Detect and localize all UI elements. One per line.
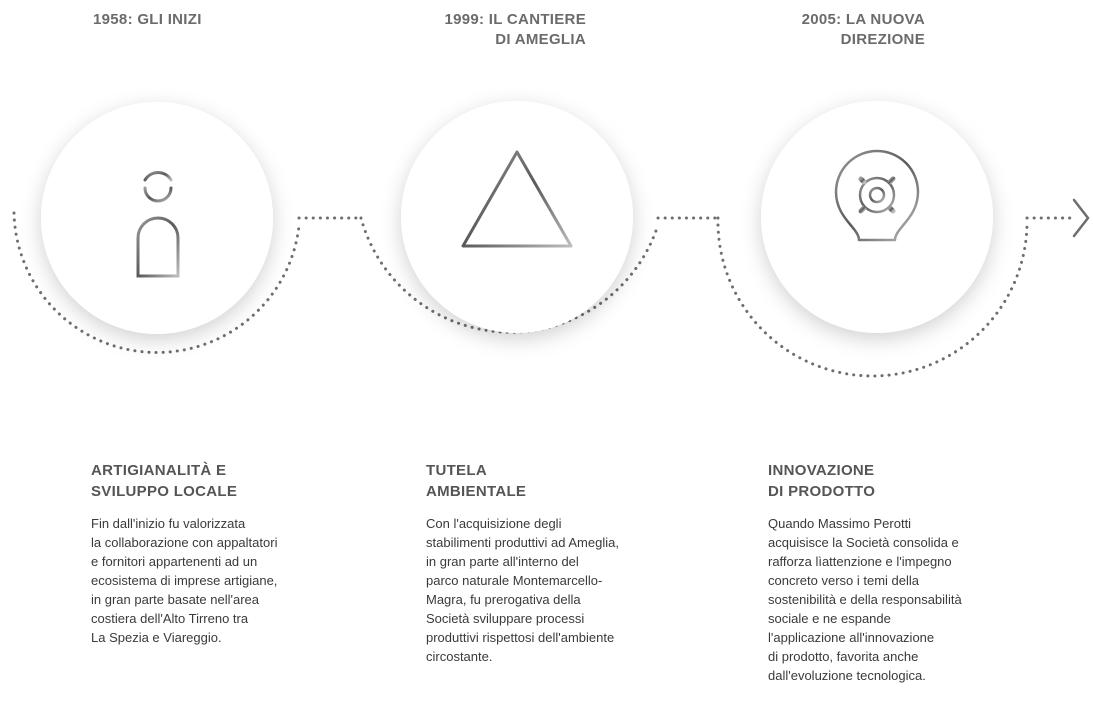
column-title-line: DI PRODOTTO bbox=[768, 483, 876, 500]
body-line: di prodotto, favorita anche bbox=[768, 649, 919, 664]
body-line: e fornitori appartenenti ad un bbox=[91, 554, 258, 569]
body-line: in gran parte all'interno del bbox=[426, 554, 579, 569]
worker-helmet-icon bbox=[131, 166, 185, 278]
milestone-1958: 1958: GLI INIZI bbox=[93, 10, 202, 30]
body-line: acquisisce la Società consolida e bbox=[768, 535, 959, 550]
timeline-graphic bbox=[12, 101, 1090, 378]
body-line: rafforza lìattenzione e l'impegno bbox=[768, 554, 952, 569]
body-line: sostenibilità e della responsabilità bbox=[768, 592, 962, 607]
body-line: Magra, fu prerogativa della bbox=[426, 592, 581, 607]
milestone-1999: 1999: IL CANTIERE DI AMEGLIA bbox=[418, 10, 586, 50]
column-title: TUTELA AMBIENTALE bbox=[426, 460, 676, 502]
column-title: ARTIGIANALITÀ E SVILUPPO LOCALE bbox=[91, 460, 341, 502]
lightbulb-gear-icon bbox=[834, 149, 920, 276]
body-line: La Spezia e Viareggio. bbox=[91, 630, 222, 645]
column-title-line: SVILUPPO LOCALE bbox=[91, 483, 238, 500]
column-innovazione: INNOVAZIONE DI PRODOTTO Quando Massimo P… bbox=[768, 460, 1018, 685]
milestone-label-line2: DI AMEGLIA bbox=[495, 31, 586, 48]
column-title-line: TUTELA bbox=[426, 462, 487, 479]
milestone-label: 1999: IL CANTIERE bbox=[444, 11, 586, 28]
body-line: stabilimenti produttivi ad Ameglia, bbox=[426, 535, 619, 550]
column-title-line: INNOVAZIONE bbox=[768, 462, 875, 479]
column-title-line: ARTIGIANALITÀ E bbox=[91, 462, 227, 479]
body-line: Quando Massimo Perotti bbox=[768, 516, 912, 531]
column-body: Quando Massimo Perotti acquisisce la Soc… bbox=[768, 514, 1018, 685]
body-line: Società sviluppare processi bbox=[426, 611, 585, 626]
milestone-label: 1958: GLI INIZI bbox=[93, 11, 202, 28]
body-line: concreto verso i temi della bbox=[768, 573, 920, 588]
column-tutela-ambientale: TUTELA AMBIENTALE Con l'acquisizione deg… bbox=[426, 460, 676, 666]
column-body: Fin dall'inizio fu valorizzata la collab… bbox=[91, 514, 341, 647]
column-body: Con l'acquisizione degli stabilimenti pr… bbox=[426, 514, 676, 666]
body-line: produttivi rispettosi dell'ambiente bbox=[426, 630, 615, 645]
tree-icon bbox=[461, 150, 573, 274]
body-line: costiera dell'Alto Tirreno tra bbox=[91, 611, 249, 626]
column-artigianalita: ARTIGIANALITÀ E SVILUPPO LOCALE Fin dall… bbox=[91, 460, 341, 647]
body-line: in gran parte basate nell'area bbox=[91, 592, 259, 607]
milestone-label: 2005: LA NUOVA bbox=[801, 11, 925, 28]
milestone-label-line2: DIREZIONE bbox=[840, 31, 925, 48]
arrow-right-icon bbox=[1072, 198, 1090, 238]
column-title: INNOVAZIONE DI PRODOTTO bbox=[768, 460, 1018, 502]
body-line: Con l'acquisizione degli bbox=[426, 516, 562, 531]
body-line: l'applicazione all'innovazione bbox=[768, 630, 935, 645]
column-title-line: AMBIENTALE bbox=[426, 483, 527, 500]
body-line: la collaborazione con appaltatori bbox=[91, 535, 278, 550]
body-line: circostante. bbox=[426, 649, 493, 664]
milestone-2005: 2005: LA NUOVA DIREZIONE bbox=[765, 10, 925, 50]
body-line: ecosistema di imprese artigiane, bbox=[91, 573, 278, 588]
body-line: Fin dall'inizio fu valorizzata bbox=[91, 516, 246, 531]
body-line: parco naturale Montemarcello- bbox=[426, 573, 603, 588]
body-line: sociale e ne espande bbox=[768, 611, 891, 626]
milestone-circle-2 bbox=[401, 101, 633, 333]
body-line: dall'evoluzione tecnologica. bbox=[768, 668, 926, 683]
